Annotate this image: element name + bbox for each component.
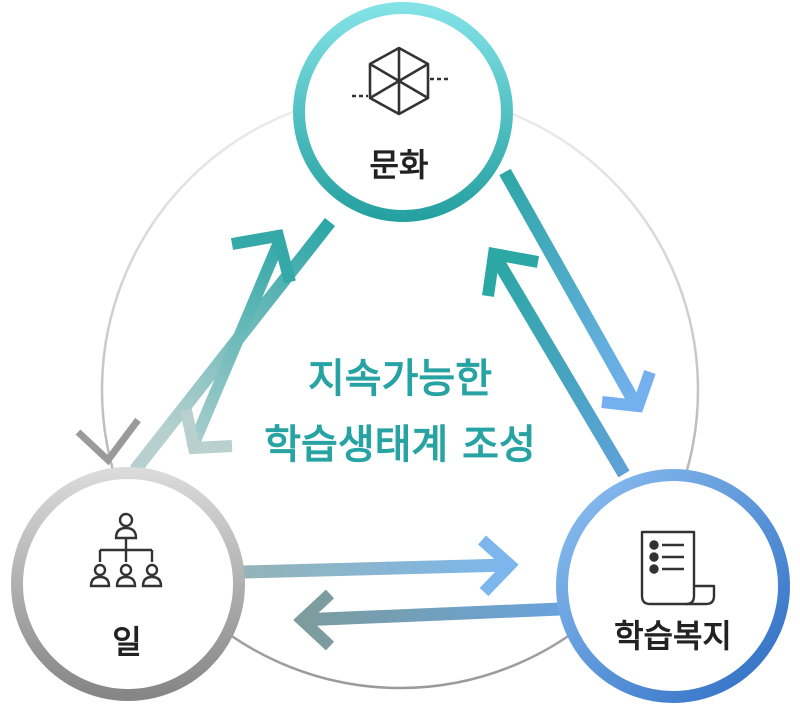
center-title-line1: 지속가능한 xyxy=(308,356,492,402)
arrow-work-to-culture xyxy=(180,229,296,455)
arrow-culture-to-welfare xyxy=(499,168,656,413)
node-work: 일 xyxy=(11,467,245,701)
cycle-arrowhead xyxy=(75,417,141,466)
arrow-work-to-welfare xyxy=(242,535,519,597)
center-title-line2: 학습생태계 조성 xyxy=(264,422,536,468)
node-culture: 문화 xyxy=(293,2,513,222)
hexagon-cube-icon xyxy=(352,46,450,116)
arrow-welfare-to-work xyxy=(293,589,561,651)
scroll-list-icon xyxy=(640,530,716,606)
node-work-label: 일 xyxy=(112,623,141,661)
node-culture-label: 문화 xyxy=(370,146,429,184)
org-chart-icon xyxy=(89,512,163,588)
node-welfare-label: 학습복지 xyxy=(614,617,732,655)
arrow-welfare-to-culture xyxy=(482,246,630,478)
node-welfare: 학습복지 xyxy=(556,469,790,703)
